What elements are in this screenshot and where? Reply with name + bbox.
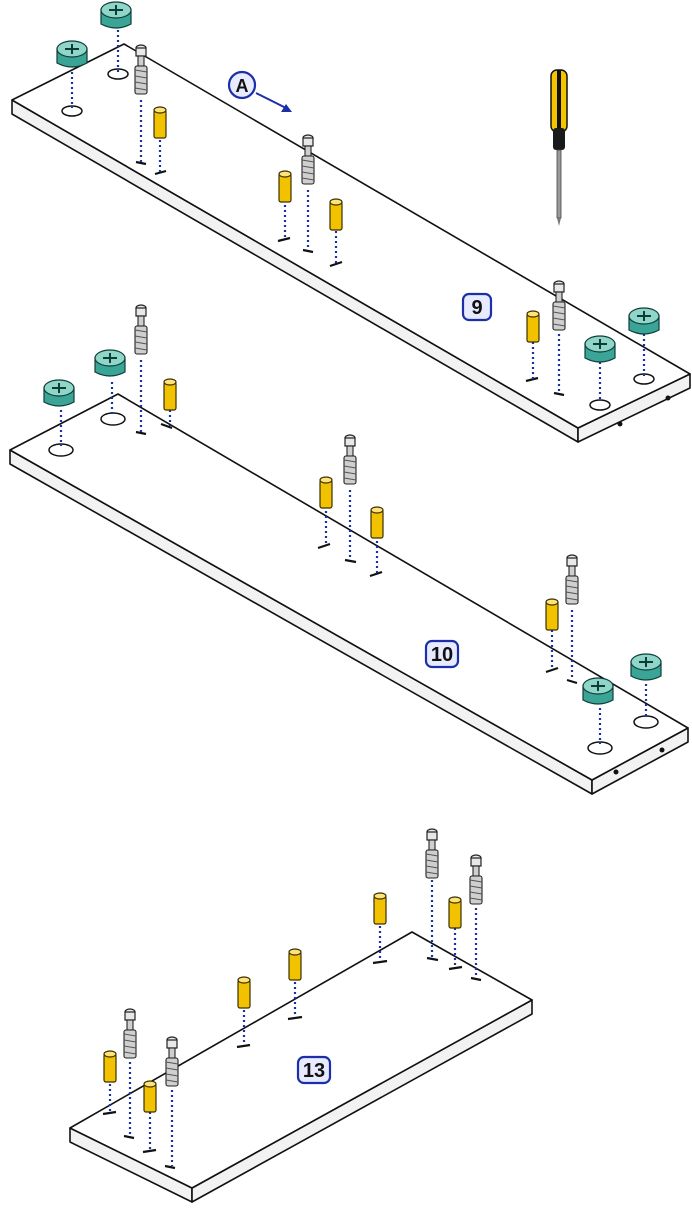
board-step-13: 13 xyxy=(69,828,533,1203)
cam-lock-icon xyxy=(628,307,660,335)
cam-bolt-icon xyxy=(565,554,579,605)
svg-text:A: A xyxy=(236,76,249,96)
callout-a: A xyxy=(227,70,292,112)
cam-bolt-icon xyxy=(165,1036,179,1087)
wooden-dowel-icon xyxy=(163,378,177,411)
cam-lock-icon xyxy=(56,40,88,68)
step-label-13: 13 xyxy=(296,1055,332,1085)
cam-lock-icon xyxy=(43,379,75,407)
cam-bolt-icon xyxy=(134,44,148,95)
svg-text:10: 10 xyxy=(431,644,453,666)
cam-bolt-icon xyxy=(123,1008,137,1059)
wooden-dowel-icon xyxy=(370,506,384,539)
cam-bolt-icon xyxy=(343,434,357,485)
wooden-dowel-icon xyxy=(143,1080,157,1113)
wooden-dowel-icon xyxy=(103,1050,117,1083)
wooden-dowel-icon xyxy=(153,106,167,139)
board-10-top-face xyxy=(9,393,689,781)
cam-bolt-icon xyxy=(425,828,439,879)
wooden-dowel-icon xyxy=(237,976,251,1009)
wooden-dowel-icon xyxy=(373,892,387,925)
cam-lock-icon xyxy=(630,653,662,681)
cam-lock-icon xyxy=(582,677,614,705)
cam-bolt-icon xyxy=(469,854,483,905)
wooden-dowel-icon xyxy=(526,310,540,343)
wooden-dowel-icon xyxy=(448,896,462,929)
board-step-10: 10 xyxy=(9,304,689,795)
cam-bolt-icon xyxy=(552,280,566,331)
cam-lock-icon xyxy=(584,335,616,363)
cam-lock-icon xyxy=(94,349,126,377)
wooden-dowel-icon xyxy=(319,476,333,509)
svg-text:13: 13 xyxy=(303,1060,325,1082)
wooden-dowel-icon xyxy=(288,948,302,981)
wooden-dowel-icon xyxy=(278,170,292,203)
screwdriver-icon xyxy=(550,69,568,226)
cam-bolt-icon xyxy=(134,304,148,355)
cam-lock-icon xyxy=(100,1,132,29)
step-label-9: 9 xyxy=(461,292,493,322)
cam-bolt-icon xyxy=(301,134,315,185)
wooden-dowel-icon xyxy=(545,598,559,631)
svg-text:9: 9 xyxy=(471,297,482,319)
board-step-9: 9 xyxy=(11,1,691,443)
step-label-10: 10 xyxy=(424,639,460,669)
wooden-dowel-icon xyxy=(329,198,343,231)
